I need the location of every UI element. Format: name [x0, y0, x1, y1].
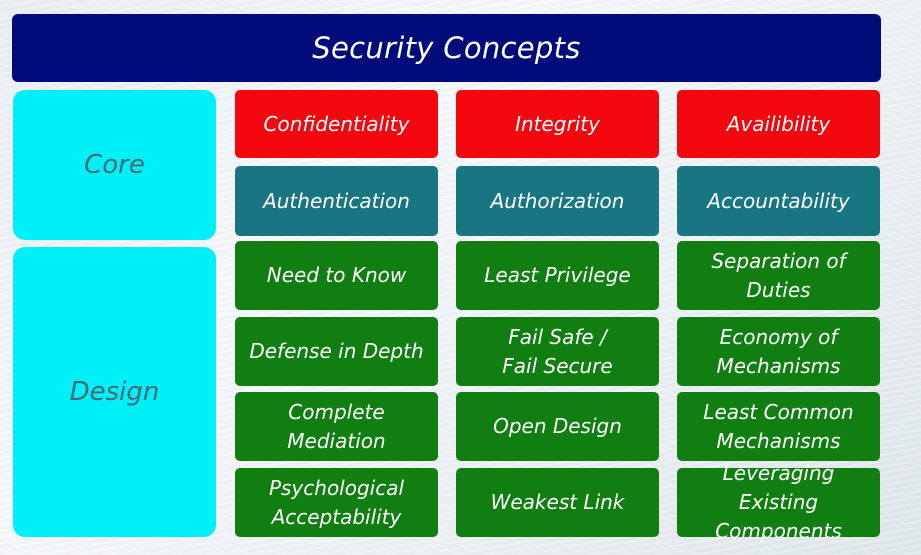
concept-accountability: Accountability [677, 166, 880, 236]
concept-authorization: Authorization [456, 166, 659, 236]
concept-integrity: Integrity [456, 90, 659, 158]
concept-separation-of-duties: Separation of Duties [677, 241, 880, 310]
concept-least-common-mechanisms: Least Common Mechanisms [677, 392, 880, 461]
concept-defense-in-depth: Defense in Depth [235, 317, 438, 386]
concept-fail-safe: Fail Safe / Fail Secure [456, 317, 659, 386]
category-core-label: Core [84, 150, 145, 180]
category-design: Design [13, 247, 216, 537]
concept-leveraging-existing-components: Leveraging Existing Components [677, 461, 880, 543]
category-design-label: Design [69, 377, 160, 407]
concept-complete-mediation: Complete Mediation [235, 392, 438, 461]
concept-least-privilege: Least Privilege [456, 241, 659, 310]
concept-confidentiality: Confidentiality [235, 90, 438, 158]
concept-psychological-acceptability: Psychological Acceptability [235, 468, 438, 537]
concept-economy-of-mechanisms: Economy of Mechanisms [677, 317, 880, 386]
category-core: Core [13, 90, 216, 240]
concept-need-to-know: Need to Know [235, 241, 438, 310]
concept-open-design: Open Design [456, 392, 659, 461]
concept-weakest-link: Weakest Link [456, 468, 659, 537]
concept-availability: Availibility [677, 90, 880, 158]
concept-authentication: Authentication [235, 166, 438, 236]
diagram-title: Security Concepts [12, 14, 881, 82]
